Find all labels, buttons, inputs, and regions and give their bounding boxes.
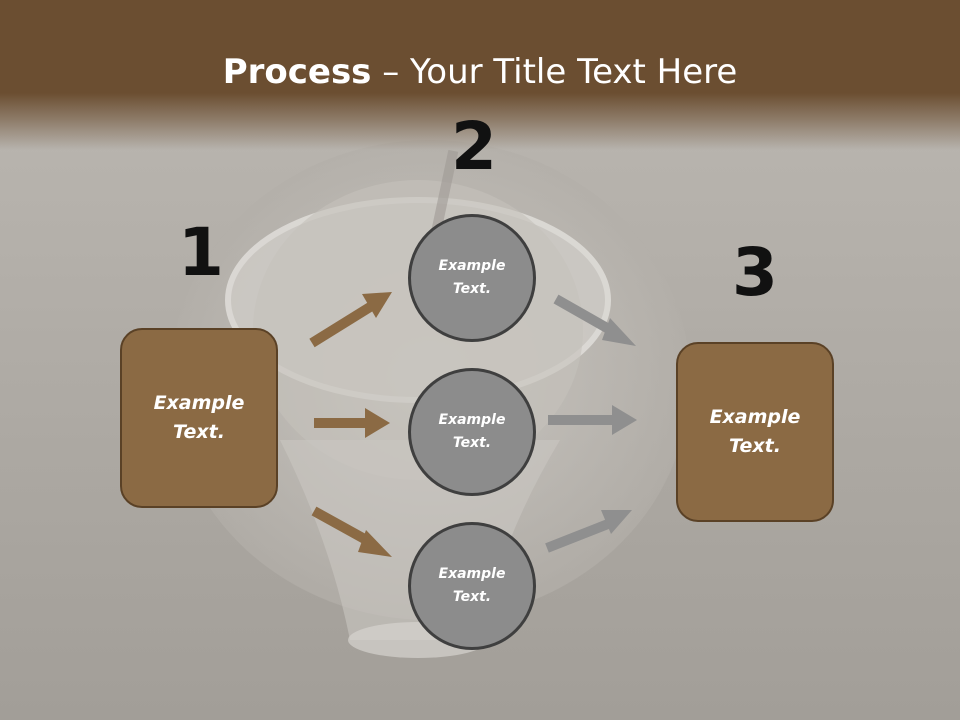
step-number-2: 2 (451, 108, 497, 185)
circle-top-text: Example Text. (438, 258, 506, 297)
left-process-box: Example Text. (120, 328, 278, 508)
left-box-text: Example Text. (153, 392, 245, 443)
circle-middle: Example Text. (408, 368, 536, 496)
right-box-text: Example Text. (709, 406, 801, 457)
arrow-from-middle (548, 405, 637, 435)
arrow-to-bottom (311, 506, 392, 557)
slide-title: Process – Your Title Text Here (0, 52, 960, 92)
circle-top: Example Text. (408, 214, 536, 342)
arrow-from-bottom (545, 510, 632, 553)
arrow-to-middle (314, 408, 390, 438)
circle-middle-text: Example Text. (438, 412, 506, 451)
right-process-box: Example Text. (676, 342, 834, 522)
arrow-to-top (309, 292, 392, 348)
title-bold: Process (222, 52, 372, 92)
arrow-from-top (553, 294, 636, 346)
circle-bottom: Example Text. (408, 522, 536, 650)
title-banner (0, 0, 960, 150)
title-rest: – Your Title Text Here (371, 52, 738, 92)
step-number-1: 1 (178, 214, 224, 291)
step-number-3: 3 (732, 234, 778, 311)
circle-bottom-text: Example Text. (438, 566, 506, 605)
